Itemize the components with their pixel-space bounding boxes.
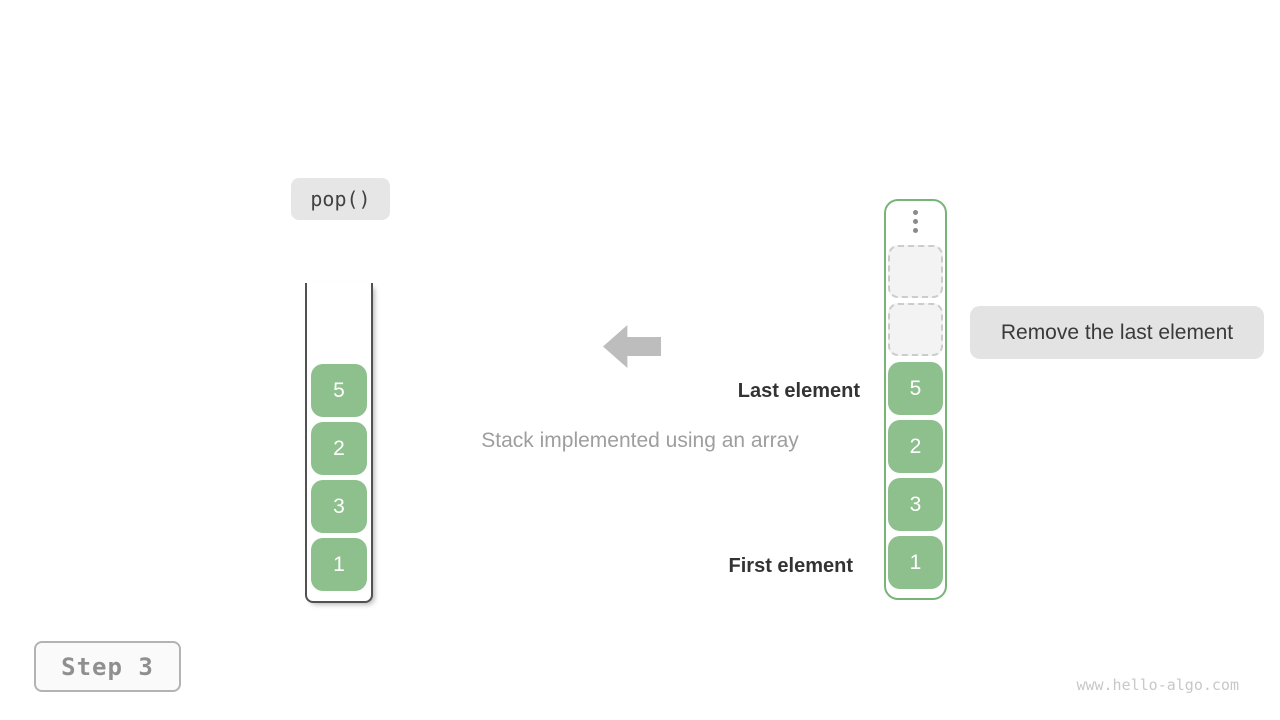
stack-cell: 3 [311,480,367,533]
operation-label: pop() [310,187,371,211]
array-cell: 3 [888,478,943,531]
stack-container: 5 2 3 1 [305,283,373,603]
watermark: www.hello-algo.com [1076,676,1239,694]
stack-cell: 5 [311,364,367,417]
array-cell: 5 [888,362,943,415]
array-cell: 1 [888,536,943,589]
stack-cell: 1 [311,538,367,591]
array-container: 5 2 3 1 [884,199,947,600]
empty-array-slot [888,245,943,298]
arrow-left-icon [603,325,661,368]
diagram-caption: Stack implemented using an array [481,429,799,452]
operation-badge: pop() [291,178,390,220]
empty-array-slot [888,303,943,356]
last-element-label: Last element [737,380,860,402]
step-badge: Step 3 [34,641,181,692]
array-cell: 2 [888,420,943,473]
remove-note-bubble: Remove the last element [970,306,1264,359]
step-label: Step 3 [61,652,154,681]
vertical-ellipsis-icon [886,210,945,233]
stack-cell: 2 [311,422,367,475]
first-element-label: First element [728,555,853,577]
